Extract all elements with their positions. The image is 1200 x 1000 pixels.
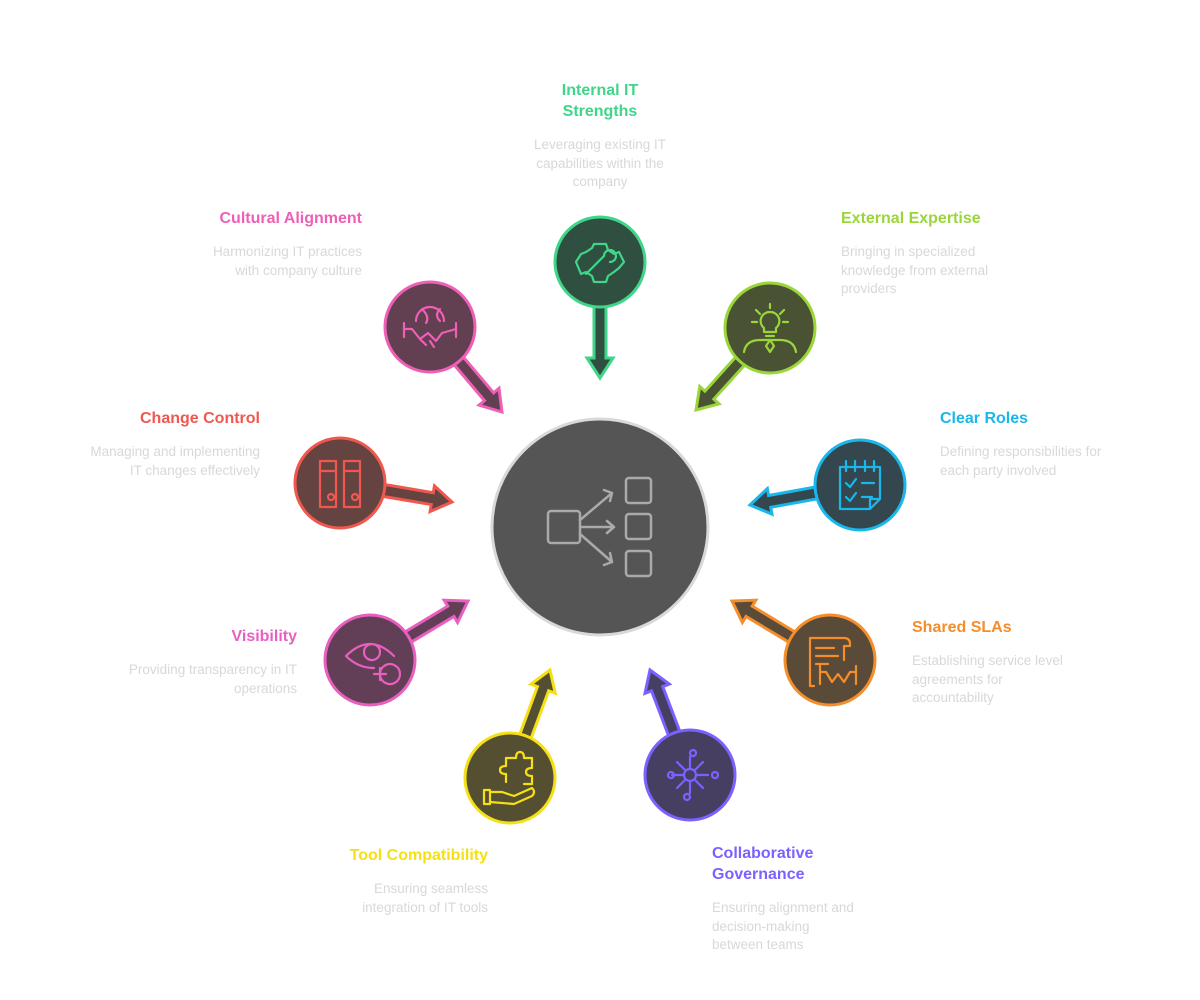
arrow-icon xyxy=(747,484,824,517)
node-description: Harmonizing IT practices with company cu… xyxy=(212,244,362,278)
lightbulb-person-icon xyxy=(742,302,798,354)
network-hub-icon xyxy=(666,748,720,802)
node-circle xyxy=(383,280,477,374)
node-title: External Expertise xyxy=(841,210,981,227)
puzzle-hand-icon xyxy=(482,750,536,806)
node-title: Visibility xyxy=(231,628,297,645)
arrow-icon xyxy=(642,667,684,742)
node-description: Ensuring seamless integration of IT tool… xyxy=(362,881,488,915)
arrow-icon xyxy=(516,667,558,745)
node-internal-it-strengths xyxy=(553,215,647,381)
arrow-icon xyxy=(449,351,504,415)
node-description: Establishing service level agreements fo… xyxy=(912,653,1063,705)
contract-handshake-icon xyxy=(808,636,858,688)
node-description: Ensuring alignment and decision-making b… xyxy=(712,900,854,952)
distribution-flow-icon xyxy=(546,476,653,578)
node-title: Shared SLAs xyxy=(912,619,1012,636)
arrow-icon xyxy=(376,482,455,514)
node-description: Providing transparency in IT operations xyxy=(128,662,297,696)
node-circle xyxy=(723,281,817,375)
checklist-calendar-icon xyxy=(838,459,882,511)
node-circle xyxy=(643,728,737,822)
node-circle xyxy=(293,436,387,530)
node-circle xyxy=(553,215,647,309)
arrow-icon xyxy=(584,300,616,381)
eye-plus-icon xyxy=(344,642,402,686)
node-tool-compatibility xyxy=(463,667,558,825)
node-title: Collaborative Governance xyxy=(712,845,814,883)
node-title: Tool Compatibility xyxy=(349,847,488,864)
node-visibility xyxy=(323,598,471,707)
node-collaborative-governance xyxy=(642,667,737,822)
node-description: Bringing in specialized knowledge from e… xyxy=(841,244,989,296)
node-shared-slas xyxy=(729,598,877,707)
node-title: Clear Roles xyxy=(940,410,1029,427)
node-description: Leveraging existing IT capabilities with… xyxy=(533,137,667,189)
node-title: Cultural Alignment xyxy=(219,210,362,227)
arrow-icon xyxy=(729,598,801,647)
node-external-expertise xyxy=(694,281,817,413)
node-title: Internal IT Strengths xyxy=(561,82,639,120)
node-clear-roles xyxy=(747,438,907,532)
node-description: Defining responsibilities for each party… xyxy=(940,444,1102,478)
arrow-icon xyxy=(694,351,750,413)
arrow-icon xyxy=(399,598,471,647)
node-cultural-alignment xyxy=(383,280,504,415)
globe-handshake-icon xyxy=(402,305,458,349)
gear-wrench-icon xyxy=(574,242,626,284)
center-hub xyxy=(490,417,710,637)
binders-icon xyxy=(318,459,362,509)
node-description: Managing and implementing IT changes eff… xyxy=(90,444,260,478)
node-circle xyxy=(463,731,557,825)
node-change-control xyxy=(293,436,455,530)
node-circle xyxy=(813,438,907,532)
node-circle xyxy=(783,613,877,707)
node-title: Change Control xyxy=(140,410,260,427)
